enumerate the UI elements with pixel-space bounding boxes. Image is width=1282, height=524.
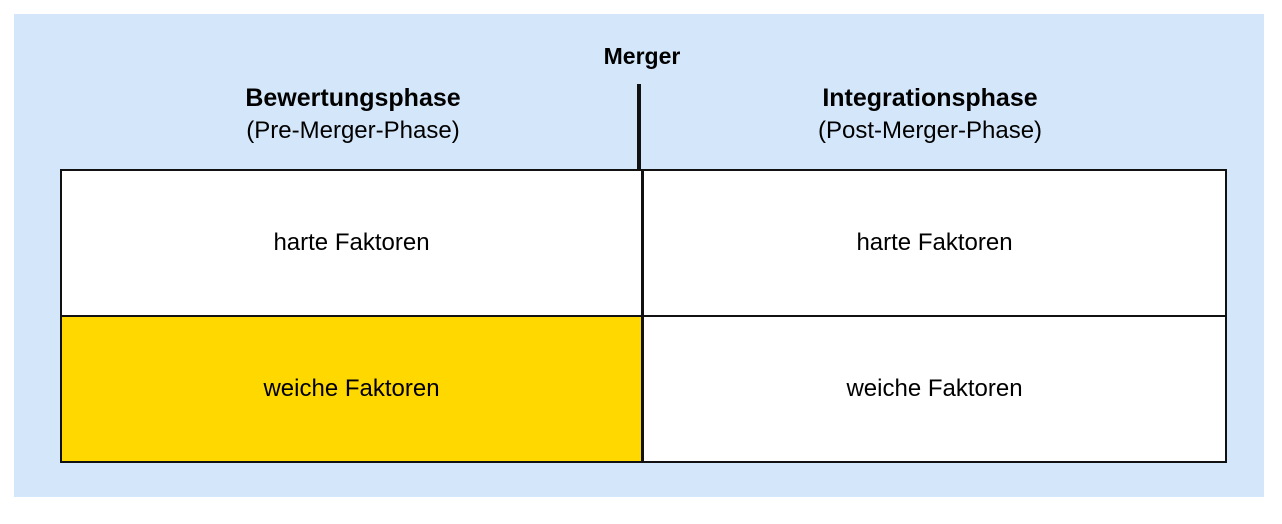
column-header-bewertungsphase: Bewertungsphase (Pre-Merger-Phase) [63, 82, 643, 148]
column-header-right-subtitle: (Post-Merger-Phase) [817, 117, 1043, 144]
column-header-left-title: Bewertungsphase [245, 84, 461, 112]
diagram-title-text: Merger [603, 43, 681, 69]
cell-harte-faktoren-pre-merger: harte Faktoren [60, 169, 644, 317]
cell-weiche-faktoren-post-merger: weiche Faktoren [641, 315, 1227, 463]
column-header-left-subtitle: (Pre-Merger-Phase) [246, 117, 460, 144]
table-row: harte Faktoren harte Faktoren [60, 169, 1227, 317]
factors-matrix: harte Faktoren harte Faktoren weiche Fak… [60, 169, 1227, 463]
column-header-integrationsphase: Integrationsphase (Post-Merger-Phase) [640, 82, 1220, 148]
table-row: weiche Faktoren weiche Faktoren [60, 315, 1227, 463]
column-header-right-title: Integrationsphase [822, 84, 1038, 112]
cell-weiche-faktoren-pre-merger: weiche Faktoren [60, 315, 644, 463]
cell-harte-faktoren-post-merger: harte Faktoren [641, 169, 1227, 317]
diagram-title: Merger [0, 42, 1282, 70]
